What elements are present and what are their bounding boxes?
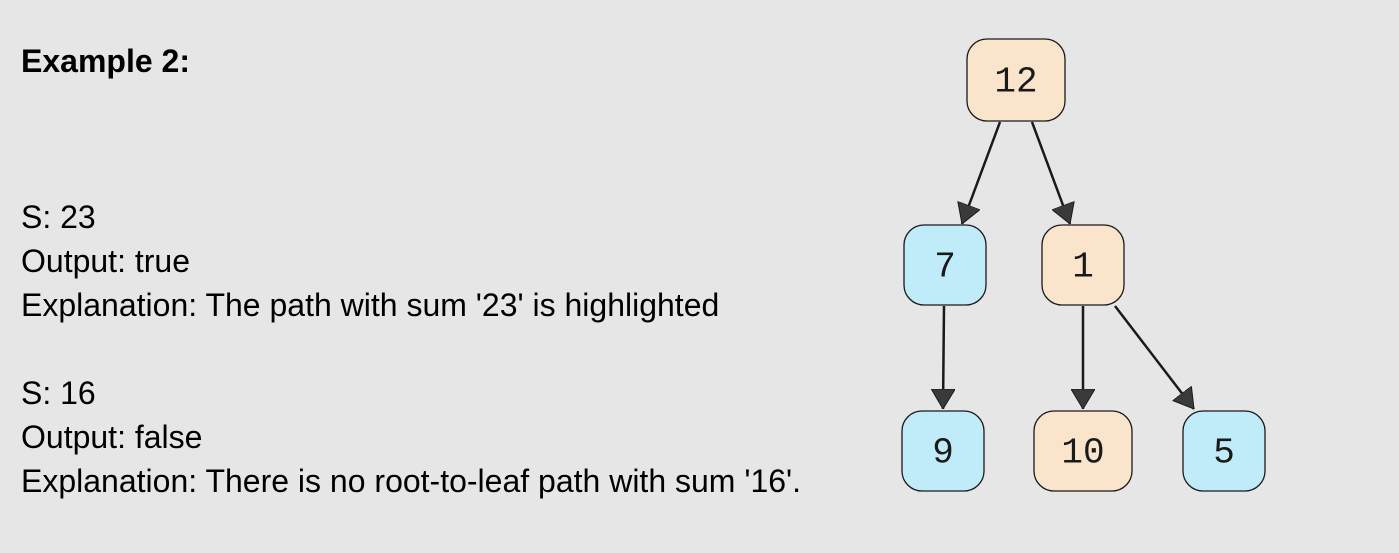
tree-node-label: 9 [932, 433, 954, 474]
tree-node-box [1182, 410, 1266, 492]
tree-node-label: 1 [1072, 247, 1094, 288]
tree-node-box [1033, 410, 1133, 492]
case-2-output: Output: false [21, 419, 203, 455]
tree-node-box [903, 224, 987, 306]
tree-edges [943, 121, 1195, 409]
tree-node-label: 7 [934, 247, 956, 288]
case-2-explanation: Explanation: There is no root-to-leaf pa… [21, 463, 802, 499]
tree-node-12: 12 [966, 38, 1066, 122]
example-case-2: S: 16 Output: false Explanation: There i… [21, 371, 801, 503]
tree-node-box [966, 38, 1066, 122]
tree-node-box [901, 410, 985, 492]
tree-edge-n7-n9 [943, 305, 944, 409]
example-text-panel: Example 2: S: 23 Output: true Explanatio… [21, 0, 881, 553]
tree-edge-n12-n1 [1030, 121, 1070, 224]
example-title: Example 2: [21, 43, 190, 79]
tree-node-10: 10 [1033, 410, 1133, 492]
case-1-output: Output: true [21, 243, 190, 279]
case-1-explanation: Explanation: The path with sum '23' is h… [21, 287, 720, 323]
tree-node-label: 10 [1061, 433, 1104, 474]
tree-edge-n12-n7 [962, 121, 1002, 224]
tree-node-9: 9 [901, 410, 985, 492]
tree-node-7: 7 [903, 224, 987, 306]
tree-node-label: 5 [1213, 433, 1235, 474]
tree-node-box [1041, 224, 1125, 306]
tree-edge-n1-n5 [1114, 305, 1195, 409]
tree-nodes: 12 7 1 9 10 5 [901, 38, 1266, 492]
tree-node-5: 5 [1182, 410, 1266, 492]
example-case-1: S: 23 Output: true Explanation: The path… [21, 195, 719, 327]
case-1-sum: S: 23 [21, 199, 96, 235]
case-2-sum: S: 16 [21, 375, 96, 411]
tree-node-1: 1 [1041, 224, 1125, 306]
tree-node-label: 12 [994, 62, 1037, 103]
